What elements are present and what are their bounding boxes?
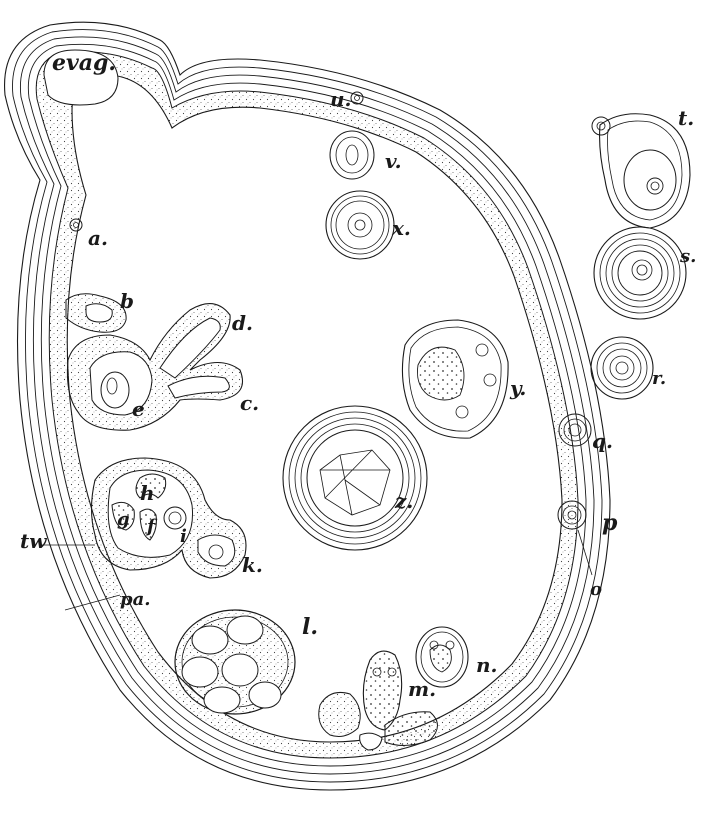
daughter-cyst-y — [402, 320, 508, 438]
label-y: y. — [509, 376, 526, 400]
label-i: i — [180, 526, 187, 547]
label-h: h — [140, 481, 155, 505]
label-tw: tw — [20, 529, 47, 553]
label-m: m. — [408, 677, 436, 701]
label-c: c. — [240, 391, 259, 415]
label-u: u. — [330, 87, 352, 111]
label-e: e — [132, 397, 145, 421]
label-v: v. — [385, 149, 402, 173]
label-l: l. — [302, 614, 318, 640]
label-k: k. — [242, 553, 263, 577]
label-g: g — [117, 509, 130, 530]
label-z: z. — [394, 489, 413, 513]
label-p: p — [602, 510, 618, 536]
brood-capsule-l — [175, 610, 295, 714]
exogenous-cyst-r — [591, 337, 653, 399]
label-b: b — [120, 289, 134, 313]
label-s: s. — [679, 246, 696, 267]
cyst-q — [559, 414, 591, 446]
label-x: x. — [391, 216, 411, 240]
label-t: t. — [678, 106, 694, 130]
label-a: a. — [88, 226, 108, 250]
nodule-u — [351, 92, 363, 104]
label-o: o — [590, 579, 602, 600]
label-evag: evag. — [52, 50, 116, 76]
label-n: n. — [476, 653, 498, 677]
exogenous-cyst-t — [592, 114, 690, 228]
label-r: r. — [652, 368, 666, 389]
label-d: d. — [232, 311, 253, 335]
exogenous-cyst-s — [594, 227, 686, 319]
label-pa: pa. — [120, 589, 151, 610]
label-q: q. — [592, 429, 613, 453]
